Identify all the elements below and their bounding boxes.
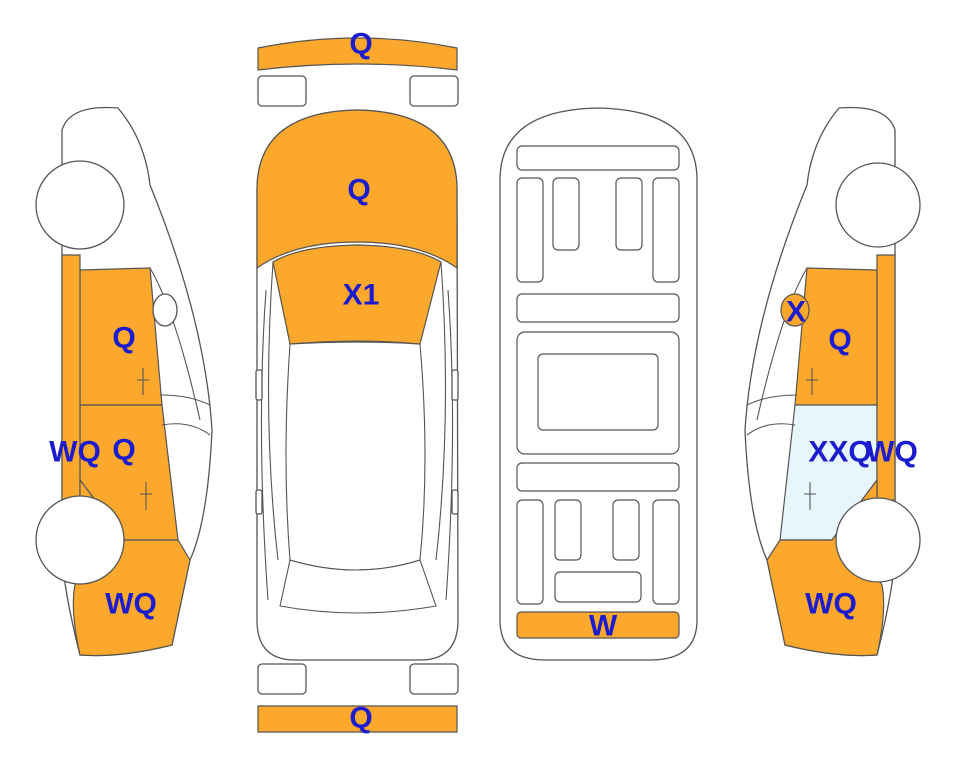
right-mirror-top [451,369,459,401]
under-left-block-rear [554,499,582,561]
hood[interactable] [256,109,458,270]
rear-panel[interactable] [516,611,680,639]
label-right-mirror: X [786,296,806,329]
left-mirror [152,293,178,327]
under-cross-bar-2 [516,462,680,492]
under-cross-bar-1 [516,293,680,323]
under-left-block-front [552,177,580,251]
label-right-rear-fender: WQ [805,588,857,621]
label-front-bumper: Q [349,28,372,61]
left-mirror-top [255,369,263,401]
left-glass-line [159,394,211,406]
under-right-rail-rear [652,499,680,605]
under-center-plate [537,353,659,431]
label-right-rocker: WQ [866,436,918,469]
right-side-view: X Q XXQ WQ WQ [744,106,921,657]
label-left-front-door: Q [112,322,135,355]
right-rear-handle [804,482,816,510]
under-rear-bar [554,571,642,603]
left-glass-line-2 [161,423,211,436]
right-mirror[interactable] [780,293,810,327]
label-left-rear-fender: WQ [105,588,157,621]
left-side-glass [267,261,279,561]
left-inner-line [260,289,269,601]
underbody-view: W [499,107,698,661]
right-door-line [756,267,808,421]
under-right-rail-front [652,177,680,283]
under-left-rail-front [516,177,544,283]
right-side-glass [435,261,447,561]
label-windshield: X1 [343,279,380,312]
label-rear-bumper: Q [349,702,372,735]
label-right-front-door: Q [828,324,851,357]
label-right-rear-door: XXQ [808,436,871,469]
under-right-block-front [615,177,643,251]
under-right-block-rear [612,499,640,561]
right-inner-line [445,289,454,601]
right-rear-wheel [835,497,921,583]
label-hood: Q [347,174,370,207]
label-left-rear-door: Q [112,434,135,467]
front-right-light [409,75,459,107]
right-glass-line [746,394,798,406]
left-handle-top [255,489,263,515]
right-glass-line-2 [746,423,796,436]
right-front-wheel [835,162,921,248]
left-front-wheel [35,160,125,250]
left-front-handle [137,368,149,395]
left-side-view: Q Q WQ WQ [35,106,213,657]
rear-bumper[interactable] [257,705,458,733]
windshield[interactable] [272,244,442,345]
right-front-handle [806,368,818,395]
top-view: Q Q X1 Q [255,28,459,735]
left-door-line [149,267,201,421]
left-rear-handle [140,482,152,510]
rear-window [279,559,437,614]
rear-right-light [409,663,459,695]
rear-left-light [257,663,307,695]
label-left-rocker: WQ [49,436,101,469]
under-left-rail-rear [516,499,544,605]
front-bumper[interactable] [257,37,458,71]
front-left-light [257,75,307,107]
left-rear-wheel [35,495,125,585]
label-rear-panel: W [589,610,618,643]
right-handle-top [451,489,459,515]
under-front-bar [516,145,680,171]
